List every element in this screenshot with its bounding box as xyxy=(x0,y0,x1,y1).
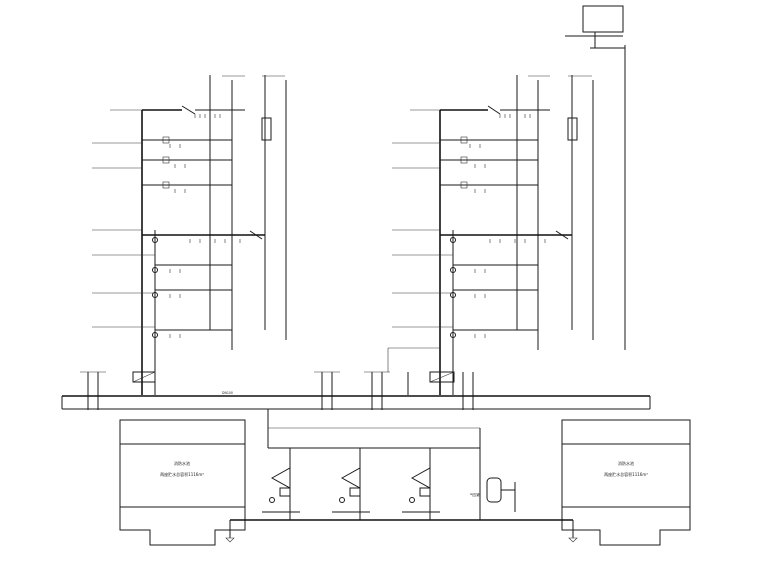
left-pool-title: 消防水池 xyxy=(174,460,190,466)
main-pipe-label: DN100 xyxy=(222,391,233,395)
left-pool-caption: 两座贮水总容积1116m³ xyxy=(160,471,204,477)
right-riser-system xyxy=(364,75,594,410)
pump-room: 气压罐 xyxy=(230,448,573,521)
pump-unit-3 xyxy=(402,467,440,513)
right-fire-pool: 消防水池 两座贮水总容积1116m³ xyxy=(561,419,691,546)
left-riser-system xyxy=(80,75,340,410)
pump-unit-1 xyxy=(262,467,300,513)
left-fire-pool: 消防水池 两座贮水总容积1116m³ xyxy=(119,419,246,546)
right-pool-caption: 两座贮水总容积1116m³ xyxy=(604,471,648,477)
roof-water-tank xyxy=(565,5,626,350)
main-supply-pipe: DN100 xyxy=(61,391,651,520)
pump-unit-2 xyxy=(332,467,370,513)
pressure-tank: 气压罐 xyxy=(470,477,516,512)
right-pool-title: 消防水池 xyxy=(618,460,634,466)
pressure-tank-label: 气压罐 xyxy=(470,492,480,497)
